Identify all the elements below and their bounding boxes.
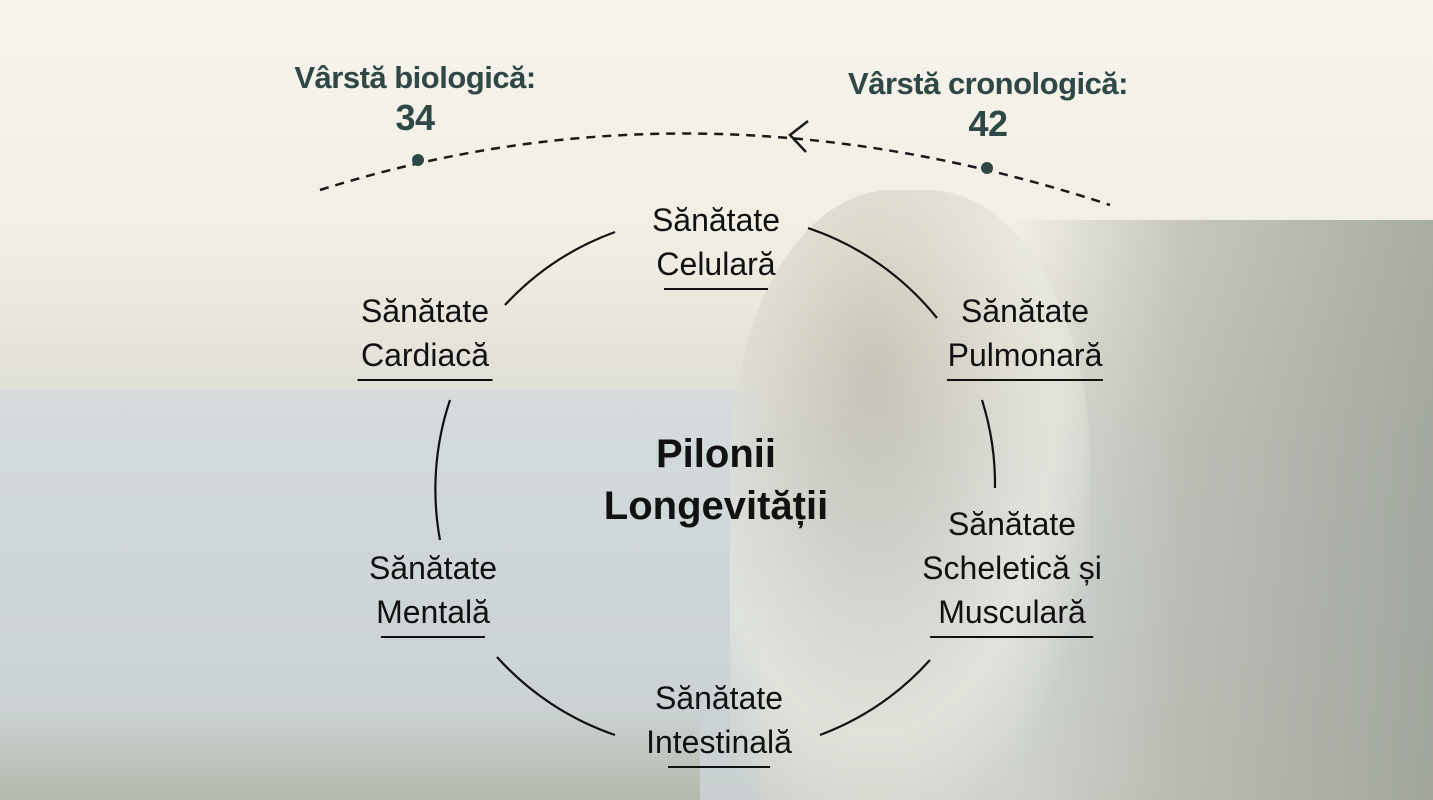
underline (668, 766, 770, 768)
pillar-skeletal-muscular: Sănătate Scheletică și Musculară (922, 502, 1102, 638)
arrow-left-icon (788, 120, 809, 153)
cycle-arc (496, 656, 616, 737)
biological-age: Vârstă biologică: 34 (294, 60, 536, 140)
pillar-intestinal: Sănătate Intestinală (646, 676, 792, 768)
pillar-line: Scheletică și (922, 550, 1102, 586)
biological-age-label: Vârstă biologică: (294, 60, 536, 95)
biological-age-marker (412, 154, 424, 166)
underline (663, 288, 768, 290)
chronological-age-label: Vârstă cronologică: (848, 66, 1128, 101)
chronological-age: Vârstă cronologică: 42 (848, 66, 1128, 146)
biological-age-value: 34 (395, 97, 435, 138)
pillar-line: Sănătate (947, 506, 1077, 542)
pillar-cellular: Sănătate Celulară (652, 198, 780, 290)
pillar-line: Cardiacă (360, 337, 490, 373)
cycle-arc (504, 230, 616, 306)
age-timeline-arc (319, 132, 1111, 207)
background-water (0, 390, 760, 800)
pillar-line: Sănătate (368, 550, 498, 586)
pillar-mental: Sănătate Mentală (369, 546, 497, 638)
pillar-line: Sănătate (654, 680, 784, 716)
pillar-line: Mentală (376, 594, 490, 630)
underline (947, 379, 1103, 381)
pillar-cardiac: Sănătate Cardiacă (357, 289, 493, 381)
title-line-2: Longevității (603, 484, 829, 528)
underline (930, 636, 1094, 638)
pillar-line: Sănătate (960, 293, 1090, 329)
cycle-arc (980, 399, 997, 489)
background-grass (0, 710, 700, 800)
pillar-line: Musculară (938, 594, 1086, 630)
chronological-age-marker (981, 162, 993, 174)
pillar-line: Sănătate (651, 202, 781, 238)
underline (380, 636, 485, 638)
cycle-arc (434, 399, 452, 541)
cycle-arc (807, 226, 938, 319)
cycle-arc (819, 659, 931, 737)
background-person (730, 190, 1090, 800)
pillar-line: Celulară (656, 246, 776, 282)
title-line-1: Pilonii (655, 432, 776, 476)
pillar-pulmonary: Sănătate Pulmonară (947, 289, 1103, 381)
chronological-age-value: 42 (968, 103, 1008, 144)
pillar-line: Intestinală (646, 724, 792, 760)
diagram-title: Pilonii Longevității (604, 428, 828, 532)
underline (357, 379, 493, 381)
pillar-line: Sănătate (360, 293, 490, 329)
pillar-line: Pulmonară (947, 337, 1103, 373)
